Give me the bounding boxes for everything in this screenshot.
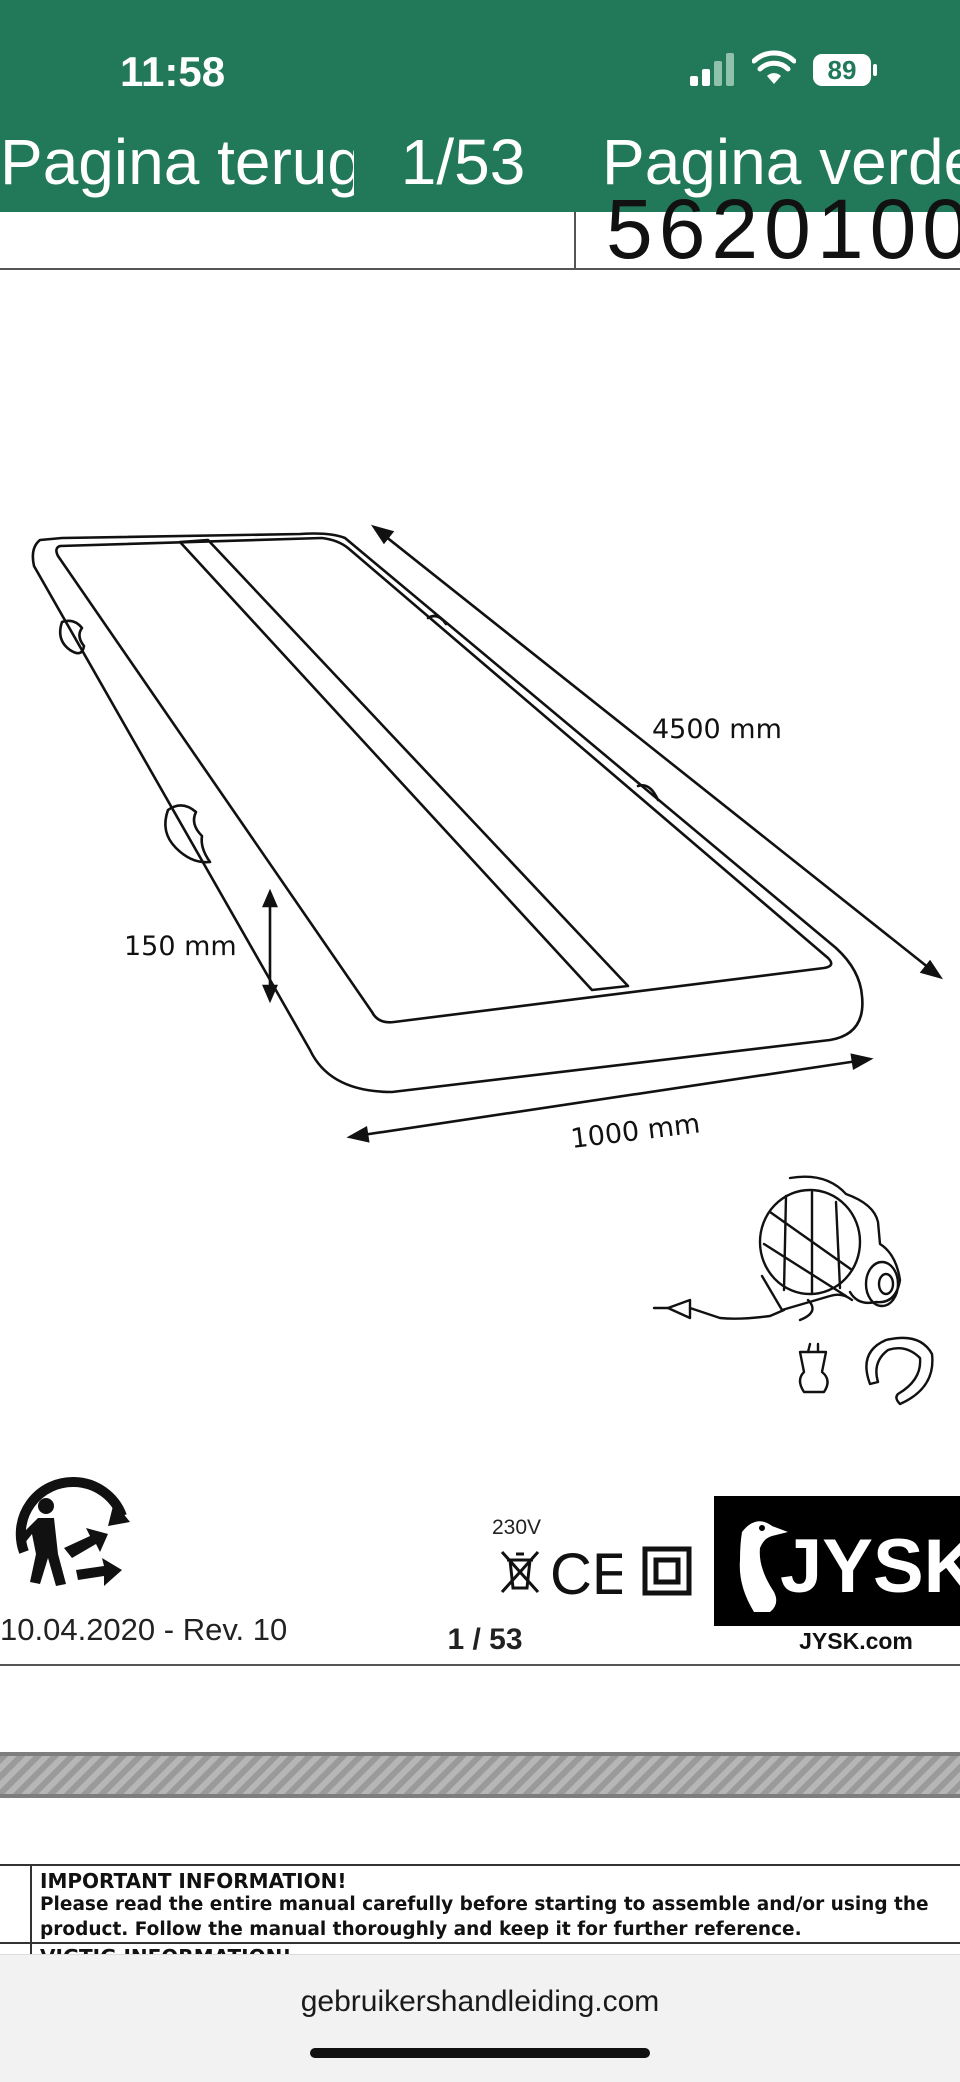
next-page-button[interactable]: Pagina verder	[572, 112, 960, 212]
brand-name: JYSK	[780, 1524, 960, 1609]
next-page-label: Pagina verder	[602, 126, 960, 198]
home-indicator[interactable]	[310, 2048, 650, 2058]
height-dimension-label: 150 mm	[124, 931, 237, 962]
info-box-divider	[0, 1942, 960, 1944]
page-header-line	[0, 268, 960, 270]
important-info-line-1: Please read the entire manual carefully …	[40, 1894, 929, 1915]
jysk-logo: JYSK	[714, 1496, 960, 1626]
voltage-label: 230V	[492, 1516, 542, 1539]
ce-mark-text: CE	[550, 1542, 622, 1602]
length-dimension-label: 4500 mm	[652, 714, 782, 745]
previous-page-label: Pagina terug	[0, 126, 354, 198]
page-indicator-button[interactable]: 1/53	[370, 112, 556, 212]
battery-level: 89	[827, 55, 857, 85]
header-cell-divider	[574, 212, 576, 270]
wifi-icon	[752, 50, 796, 84]
previous-page-button[interactable]: Pagina terug	[0, 112, 354, 212]
important-info-line-2: product. Follow the manual thoroughly an…	[40, 1919, 802, 1940]
browser-address-bar	[0, 1954, 960, 2082]
recycling-triman-icon	[15, 1476, 130, 1586]
date-revision: 10.04.2020 - Rev. 10	[0, 1612, 288, 1647]
important-info-title: IMPORTANT INFORMATION!	[40, 1869, 347, 1893]
class-ii-double-insulation-icon	[642, 1546, 692, 1596]
battery-icon: 89	[812, 52, 878, 88]
page-separator	[0, 1752, 960, 1798]
info-box-border-top	[0, 1864, 960, 1866]
important-info-text: Please read the entire manual carefully …	[40, 1892, 960, 1946]
width-dimension-label: 1000 mm	[569, 1108, 702, 1155]
cellular-signal-icon	[690, 53, 734, 86]
weee-crossed-bin-icon	[500, 1550, 540, 1594]
page-gap	[0, 1666, 960, 1752]
brand-url: JYSK.com	[799, 1628, 913, 1654]
product-code: 56201001	[606, 196, 960, 268]
document-page-number: 1 / 53	[447, 1623, 523, 1656]
status-time: 11:58	[120, 48, 226, 95]
url-field[interactable]: gebruikershandleiding.com	[300, 1985, 660, 2018]
ce-mark-icon: CE	[550, 1542, 622, 1602]
page-bottom-border	[0, 1664, 960, 1666]
airtrack-mat-drawing: 4500 mm 150 mm 1000 mm	[31, 524, 944, 1406]
